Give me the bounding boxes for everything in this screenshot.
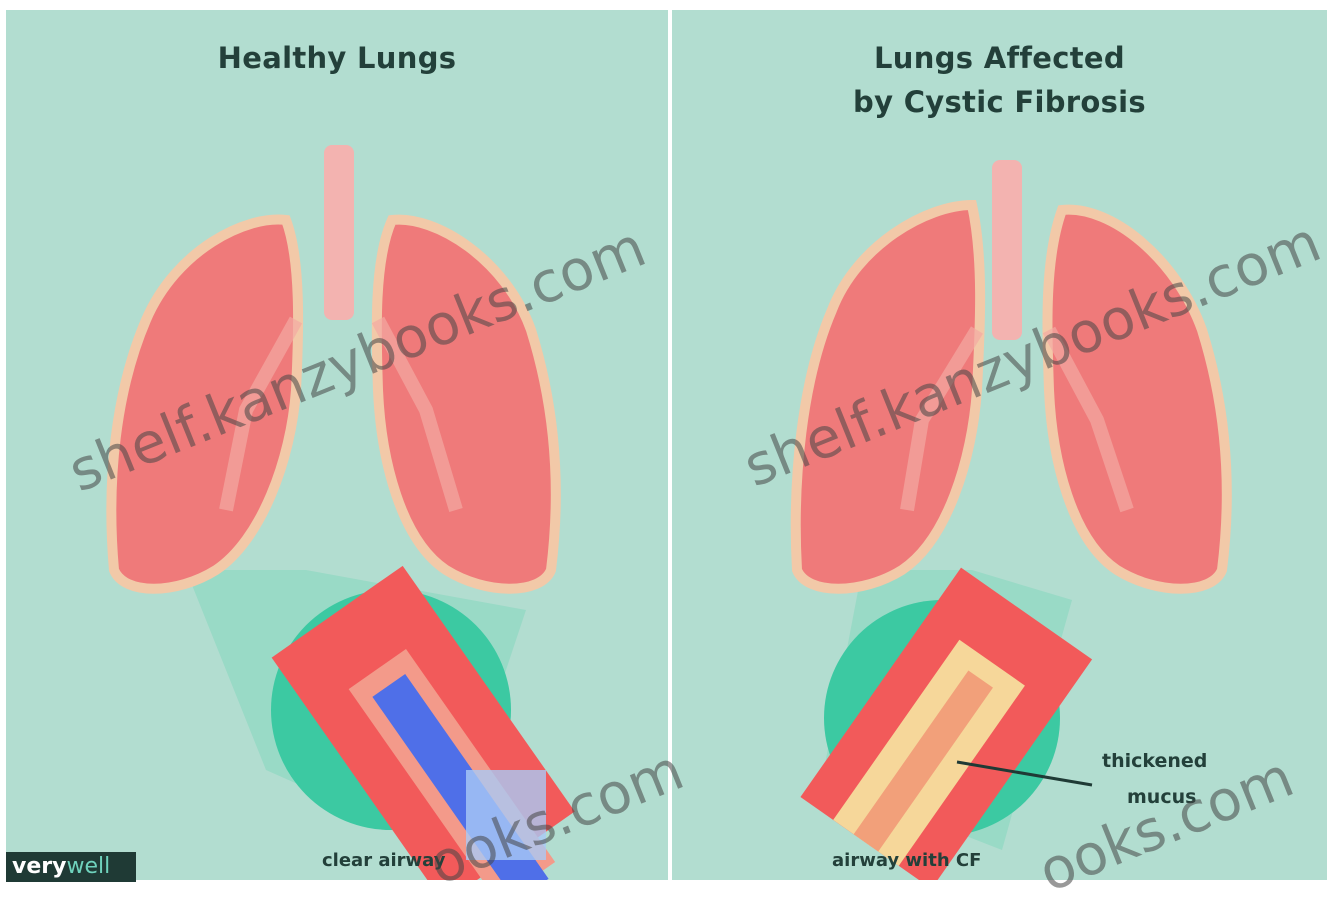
healthy-lungs-panel: Healthy Lungs clear airway [6,10,668,880]
right-lung [377,220,556,589]
left-lung [111,220,298,589]
lumen-opening [466,770,546,860]
clear-airway-label: clear airway [322,850,446,872]
thickened-label: thickened [1102,750,1207,772]
logo-text-very: very [12,854,66,879]
logo-text-well: well [66,854,110,879]
trachea [992,160,1022,340]
trachea [324,145,354,320]
page-title-cf-line2: by Cystic Fibrosis [672,84,1327,120]
page-title-healthy: Healthy Lungs [6,40,668,76]
airway-with-cf-label: airway with CF [832,850,981,872]
left-lung [796,205,980,589]
page-title-cf-line1: Lungs Affected [672,40,1327,76]
cf-lungs-panel: Lungs Affected by Cystic Fibrosis thicke… [672,10,1327,880]
healthy-lungs-illustration [6,10,668,880]
mucus-label: mucus [1127,786,1196,808]
cf-lungs-illustration [672,10,1327,880]
verywell-logo: verywell [6,852,136,882]
right-lung [1047,210,1226,589]
